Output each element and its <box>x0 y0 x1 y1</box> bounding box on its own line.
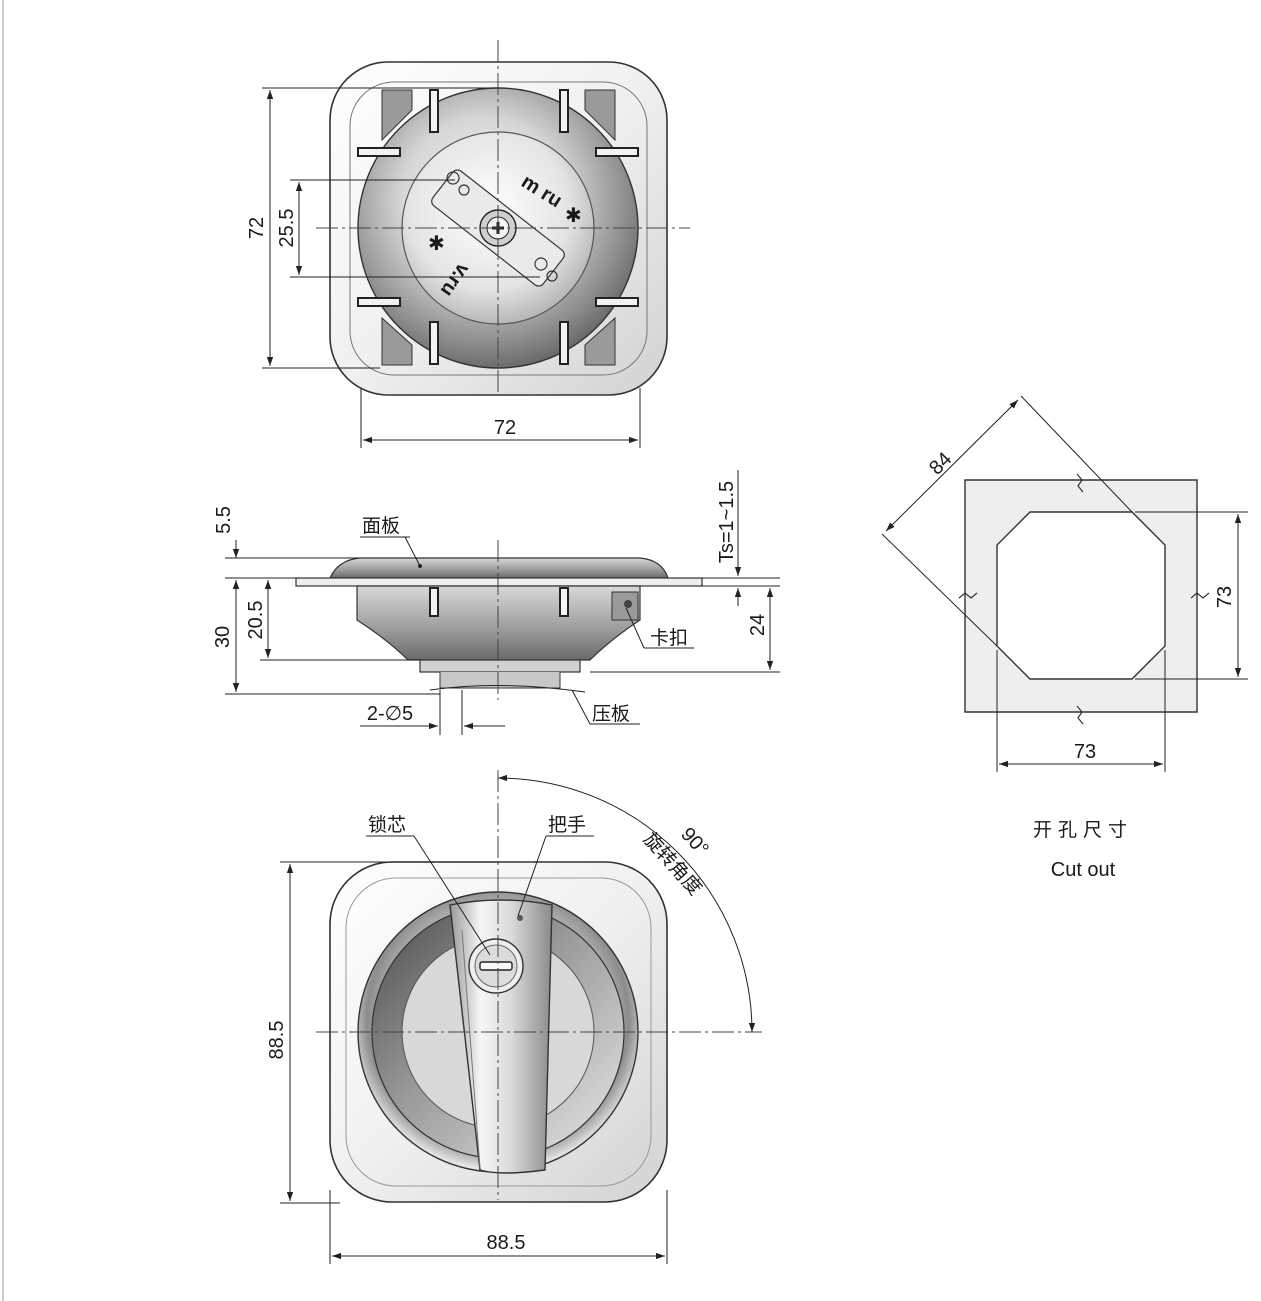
side-label-clip: 卡扣 <box>650 627 688 649</box>
cutout-panel <box>964 479 1198 713</box>
side-label-plate: 压板 <box>592 703 630 725</box>
cutout-title-cn: 开孔尺寸 <box>1033 819 1133 841</box>
top-view: m ru v.ru ✱ ✱ 72 25.5 72 <box>246 40 690 448</box>
svg-text:✱: ✱ <box>565 205 582 227</box>
side-view-pressure-plate <box>419 659 581 673</box>
front-dim-width: 88.5 <box>487 1232 526 1254</box>
cutout-dim-width: 73 <box>1074 741 1096 763</box>
side-dim-body: 20.5 <box>245 601 267 640</box>
cutout-title-en: Cut out <box>1051 859 1116 881</box>
cutout-dim-diagonal: 84 <box>925 448 956 479</box>
side-label-panel: 面板 <box>362 515 400 537</box>
front-label-core: 锁芯 <box>368 814 406 836</box>
side-dim-thickness: Ts=1~1.5 <box>716 481 738 563</box>
svg-text:✱: ✱ <box>428 233 445 255</box>
front-label-handle: 把手 <box>548 814 586 836</box>
side-dim-flange: 5.5 <box>213 506 235 534</box>
top-dim-height: 72 <box>246 217 268 239</box>
front-dim-height: 88.5 <box>266 1021 288 1060</box>
top-dim-inner: 25.5 <box>276 209 298 248</box>
side-view-flange <box>295 577 703 587</box>
side-dim-total: 30 <box>212 626 234 648</box>
cutout-view: 84 73 73 开孔尺寸 Cut out <box>881 395 1248 881</box>
cutout-dim-height: 73 <box>1214 586 1236 608</box>
side-dim-holes: 2-∅5 <box>367 703 413 725</box>
side-dim-depth: 24 <box>747 614 769 636</box>
front-view: 90° 旋转角度 锁芯 把手 88.5 88.5 <box>266 770 762 1264</box>
top-dim-width: 72 <box>494 417 516 439</box>
side-view: 5.5 30 20.5 Ts=1~1.5 24 2-∅5 面板 卡扣 <box>212 470 780 735</box>
front-dim-angle: 90° <box>676 823 713 860</box>
